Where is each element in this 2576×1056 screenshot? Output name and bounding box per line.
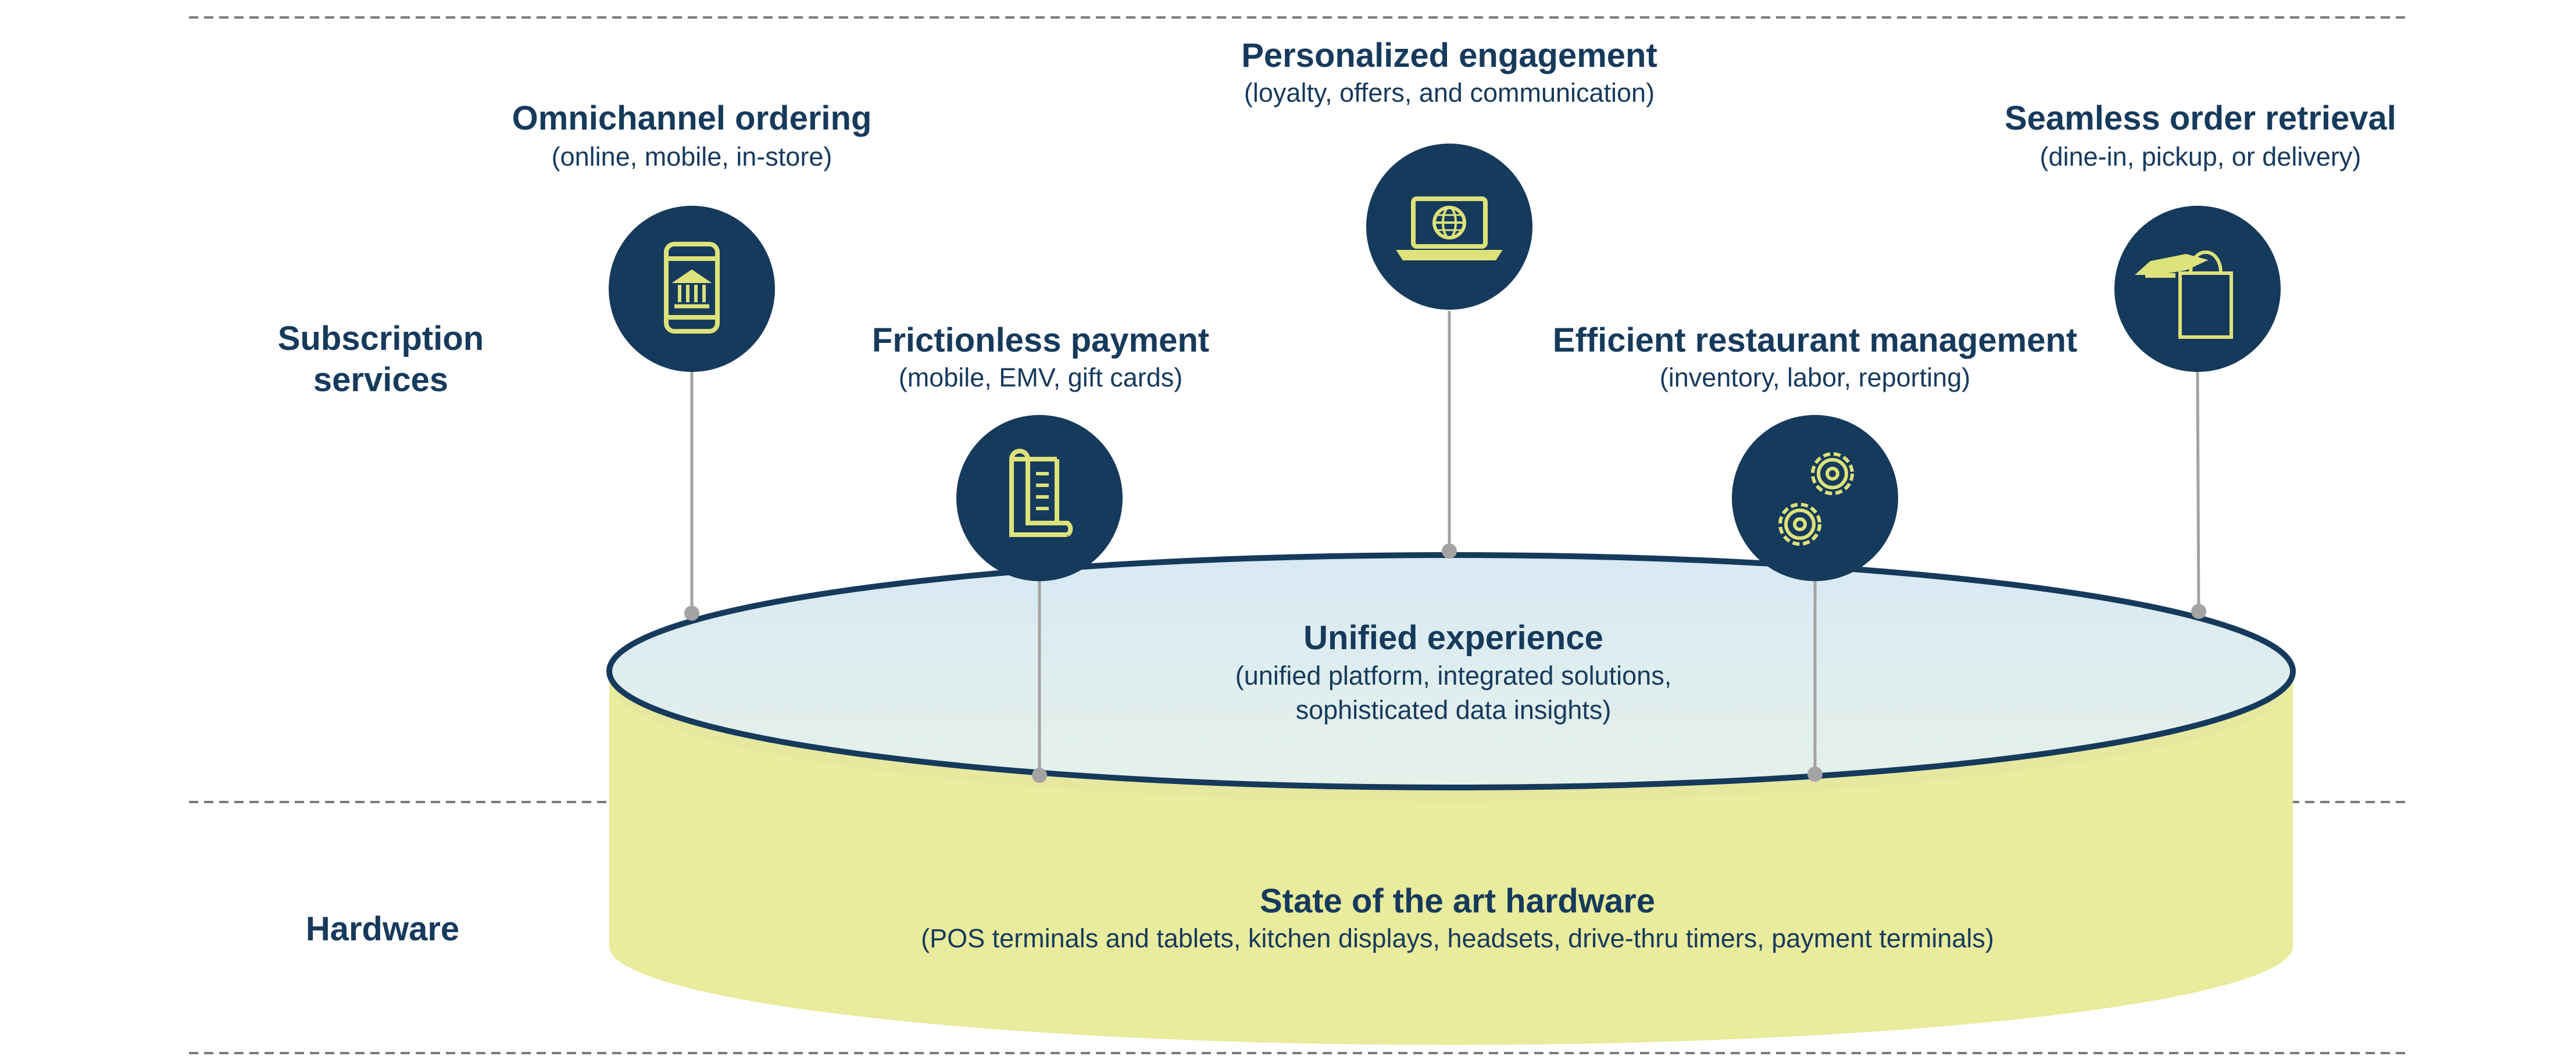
feature-sub-engagement: (loyalty, offers, and communication) — [1244, 78, 1655, 108]
connector-dot-management — [1807, 767, 1823, 782]
connector-dot-payment — [1032, 768, 1047, 783]
icon-circle-retrieval — [2114, 206, 2281, 372]
feature-sub-management: (inventory, labor, reporting) — [1660, 363, 1970, 392]
feature-node-management — [1732, 415, 1898, 581]
smartphone-bank-icon — [664, 242, 720, 334]
icon-circle-engagement — [1366, 144, 1532, 310]
platform-sub-line1: (unified platform, integrated solutions, — [1235, 661, 1671, 690]
connector-dot-retrieval — [2191, 604, 2206, 619]
feature-sub-omnichannel: (online, mobile, in-store) — [552, 142, 833, 171]
hardware-title: State of the art hardware — [1260, 882, 1655, 920]
platform-title: Unified experience — [1303, 619, 1603, 657]
feature-title-payment: Frictionless payment — [872, 321, 1209, 359]
icon-circle-management — [1732, 415, 1898, 581]
feature-sub-retrieval: (dine-in, pickup, or delivery) — [2040, 142, 2361, 171]
connector-dot-engagement — [1442, 543, 1457, 559]
laptop-globe-icon — [1396, 196, 1503, 260]
row-label-hardware: Hardware — [306, 910, 459, 948]
connector-retrieval — [2196, 371, 2200, 612]
feature-title-engagement: Personalized engagement — [1241, 37, 1657, 74]
hand-shopping-bag-icon — [2135, 250, 2233, 339]
connector-dot-omnichannel — [684, 606, 699, 621]
row-label-subscription-line2: services — [313, 361, 448, 399]
feature-title-omnichannel: Omnichannel ordering — [512, 99, 872, 137]
feature-sub-payment: (mobile, EMV, gift cards) — [899, 363, 1183, 392]
gears-icon — [1778, 452, 1854, 546]
feature-title-retrieval: Seamless order retrieval — [2005, 99, 2396, 137]
feature-node-omnichannel — [609, 206, 775, 372]
row-label-subscription-line1: Subscription — [278, 320, 484, 357]
feature-node-engagement — [1366, 144, 1532, 310]
feature-title-management: Efficient restaurant management — [1553, 321, 2077, 359]
platform-sub-line2: sophisticated data insights) — [1296, 695, 1612, 725]
hardware-sub: (POS terminals and tablets, kitchen disp… — [921, 923, 1994, 953]
feature-node-retrieval — [2114, 206, 2281, 372]
receipt-icon — [1009, 449, 1073, 537]
feature-node-payment — [956, 415, 1123, 581]
connectors — [684, 311, 2206, 783]
icon-circle-omnichannel — [609, 206, 775, 372]
